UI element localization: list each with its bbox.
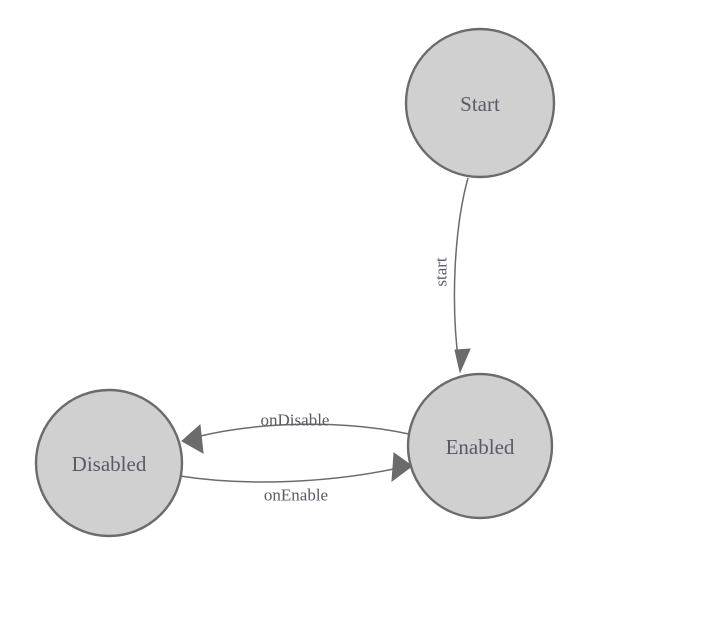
node-enabled-circle — [406, 372, 554, 520]
edge-disabled-enabled-line — [179, 467, 399, 483]
edge-disabled-enabled[interactable]: onEnable — [179, 452, 413, 505]
edge-start-enabled[interactable]: start — [432, 177, 471, 374]
node-start[interactable]: Start — [404, 27, 556, 179]
node-start-circle — [404, 27, 556, 179]
node-enabled[interactable]: Enabled — [406, 372, 554, 520]
edge-label-ondisable: onDisable — [261, 411, 330, 430]
edge-enabled-disabled-arrowhead-icon — [181, 423, 204, 454]
edge-label-start: start — [432, 257, 451, 287]
node-disabled-circle — [34, 388, 184, 538]
edge-disabled-enabled-arrowhead-icon — [391, 452, 413, 483]
edge-label-onenable: onEnable — [264, 486, 328, 505]
node-disabled-label: Disabled — [72, 452, 147, 476]
edge-start-enabled-line — [453, 177, 469, 367]
edge-enabled-disabled-line — [195, 423, 410, 438]
edge-enabled-disabled[interactable]: onDisable — [181, 411, 410, 454]
edge-start-enabled-arrowhead-icon — [454, 348, 471, 374]
node-disabled[interactable]: Disabled — [34, 388, 184, 538]
node-enabled-label: Enabled — [446, 435, 515, 459]
node-start-label: Start — [460, 92, 500, 116]
